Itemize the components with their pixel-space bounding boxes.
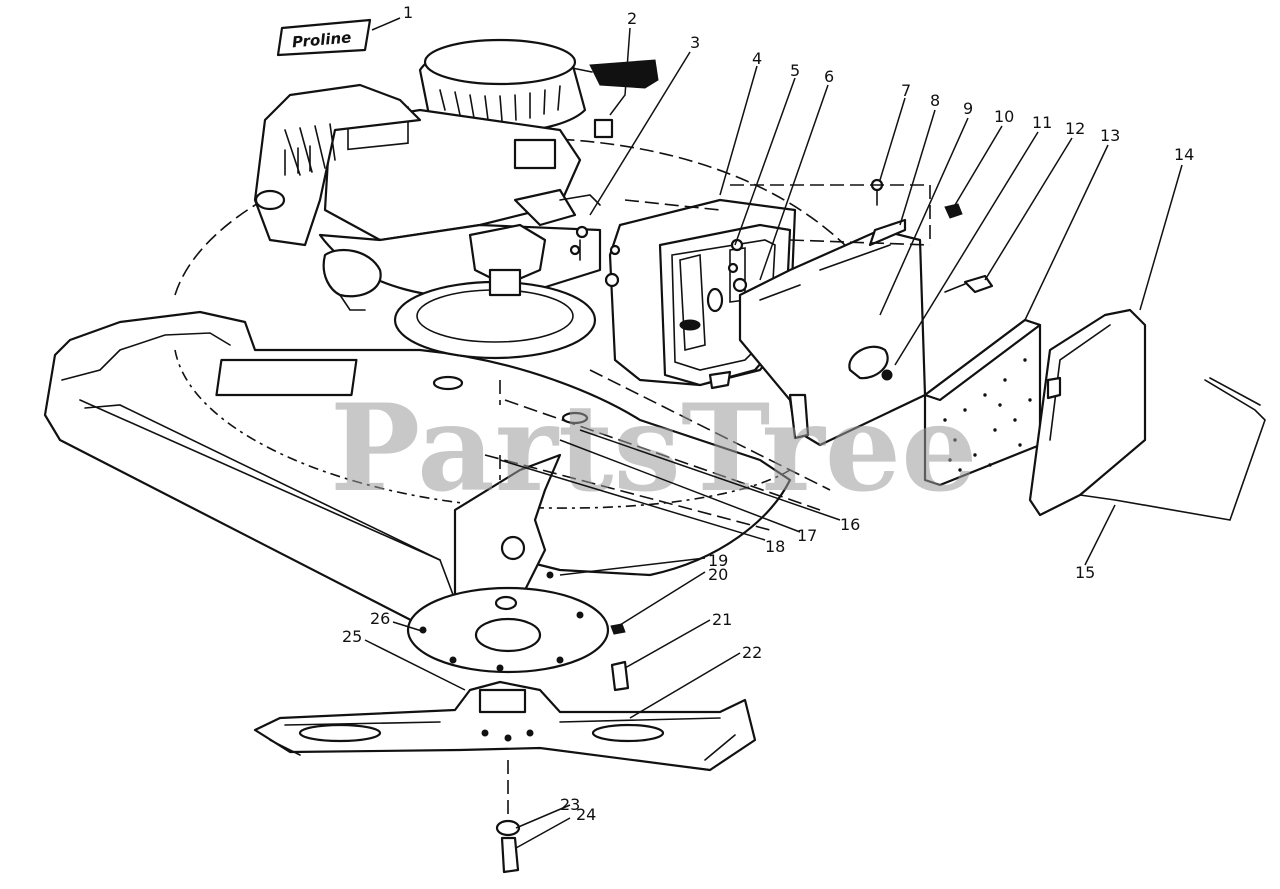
callout-24: 24 xyxy=(576,805,596,824)
bail-wire xyxy=(1079,377,1266,521)
callout-4: 4 xyxy=(752,49,762,68)
blade-adapter xyxy=(406,571,630,692)
callout-11: 11 xyxy=(1032,113,1052,132)
callout-14: 14 xyxy=(1174,145,1194,164)
callout-labels: 1 2 3 4 5 6 7 8 9 10 11 12 13 14 15 16 1… xyxy=(342,3,1194,824)
callout-21: 21 xyxy=(712,610,732,629)
callout-19: 19 xyxy=(708,551,728,570)
callout-13: 13 xyxy=(1100,126,1120,145)
callout-3: 3 xyxy=(690,33,700,52)
mower-blade xyxy=(253,680,757,772)
callout-17: 17 xyxy=(797,526,817,545)
callout-9: 9 xyxy=(963,99,973,118)
callout-26: 26 xyxy=(370,609,390,628)
callout-15: 15 xyxy=(1075,563,1095,582)
callout-2: 2 xyxy=(627,9,637,28)
engine xyxy=(253,38,602,360)
callout-18: 18 xyxy=(765,537,785,556)
callout-23: 23 xyxy=(560,795,580,814)
air-filter-element xyxy=(923,318,1042,487)
callout-22: 22 xyxy=(742,643,762,662)
alignment-lines xyxy=(484,184,931,531)
watermark: PartsTree xyxy=(330,378,977,519)
callout-7: 7 xyxy=(901,81,911,100)
gasket-screws xyxy=(727,238,748,293)
callout-25: 25 xyxy=(342,627,362,646)
proline-decal: Proline xyxy=(276,18,372,57)
starter-handle xyxy=(571,59,659,139)
callout-12: 12 xyxy=(1065,119,1085,138)
air-cleaner-body xyxy=(738,178,927,447)
air-cleaner-cover xyxy=(1028,308,1147,517)
leader-lines xyxy=(364,17,1183,849)
decal-logo-text: Proline xyxy=(291,28,352,51)
callout-1: 1 xyxy=(403,3,413,22)
filter-texture xyxy=(943,358,1032,472)
callout-20: 20 xyxy=(708,565,728,584)
blade-bolt xyxy=(495,760,521,874)
callout-16: 16 xyxy=(840,515,860,534)
callout-8: 8 xyxy=(930,91,940,110)
callout-6: 6 xyxy=(824,67,834,86)
callout-5: 5 xyxy=(790,61,800,80)
callout-10: 10 xyxy=(994,107,1014,126)
